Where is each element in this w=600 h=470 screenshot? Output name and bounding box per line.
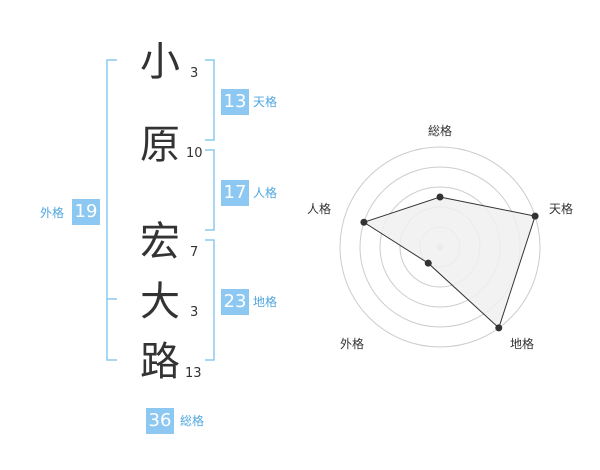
name-char-1: 小 [140,39,180,85]
radar-ring [339,146,541,348]
jinkaku-value-badge: 17 [221,180,249,206]
soukaku-label: 総格 [180,414,205,428]
jinkaku-bracket [205,149,215,231]
name-char-5-strokes: 13 [185,366,202,381]
radar-point-5 [360,218,368,226]
name-char-4-strokes: 3 [190,305,199,320]
name-char-1-strokes: 3 [190,66,199,81]
radar-axis-label-tenkaku: 天格 [549,202,574,216]
tenkaku-bracket [205,59,215,141]
chikaku-label: 地格 [253,295,278,309]
gaikaku-value-badge: 19 [72,199,100,225]
gaikaku-label: 外格 [40,206,65,220]
chikaku-bracket [205,239,215,361]
name-char-3-strokes: 7 [190,245,199,260]
chikaku-value-badge: 23 [221,289,249,315]
gaikaku-bracket [106,59,117,361]
radar-axis-label-chikaku: 地格 [510,337,535,351]
name-char-2-strokes: 10 [186,146,203,161]
name-char-5: 路 [140,339,180,385]
name-char-3: 宏 [140,219,180,265]
tenkaku-value-badge: 13 [221,89,249,115]
radar-point-4 [424,259,432,267]
radar-axis-label-soukaku: 総格 [428,124,453,138]
tenkaku-label: 天格 [253,95,278,109]
jinkaku-label: 人格 [253,186,278,200]
name-char-2: 原 [140,122,180,168]
name-char-4: 大 [140,279,180,325]
radar-point-2 [531,212,539,220]
soukaku-value-badge: 36 [146,408,174,434]
radar-axis-label-gaikaku: 外格 [340,337,365,351]
radar-axis-label-jinkaku: 人格 [307,202,332,216]
radar-point-3 [495,324,503,332]
radar-point-1 [436,193,444,201]
radar-series-polygon [362,196,536,329]
